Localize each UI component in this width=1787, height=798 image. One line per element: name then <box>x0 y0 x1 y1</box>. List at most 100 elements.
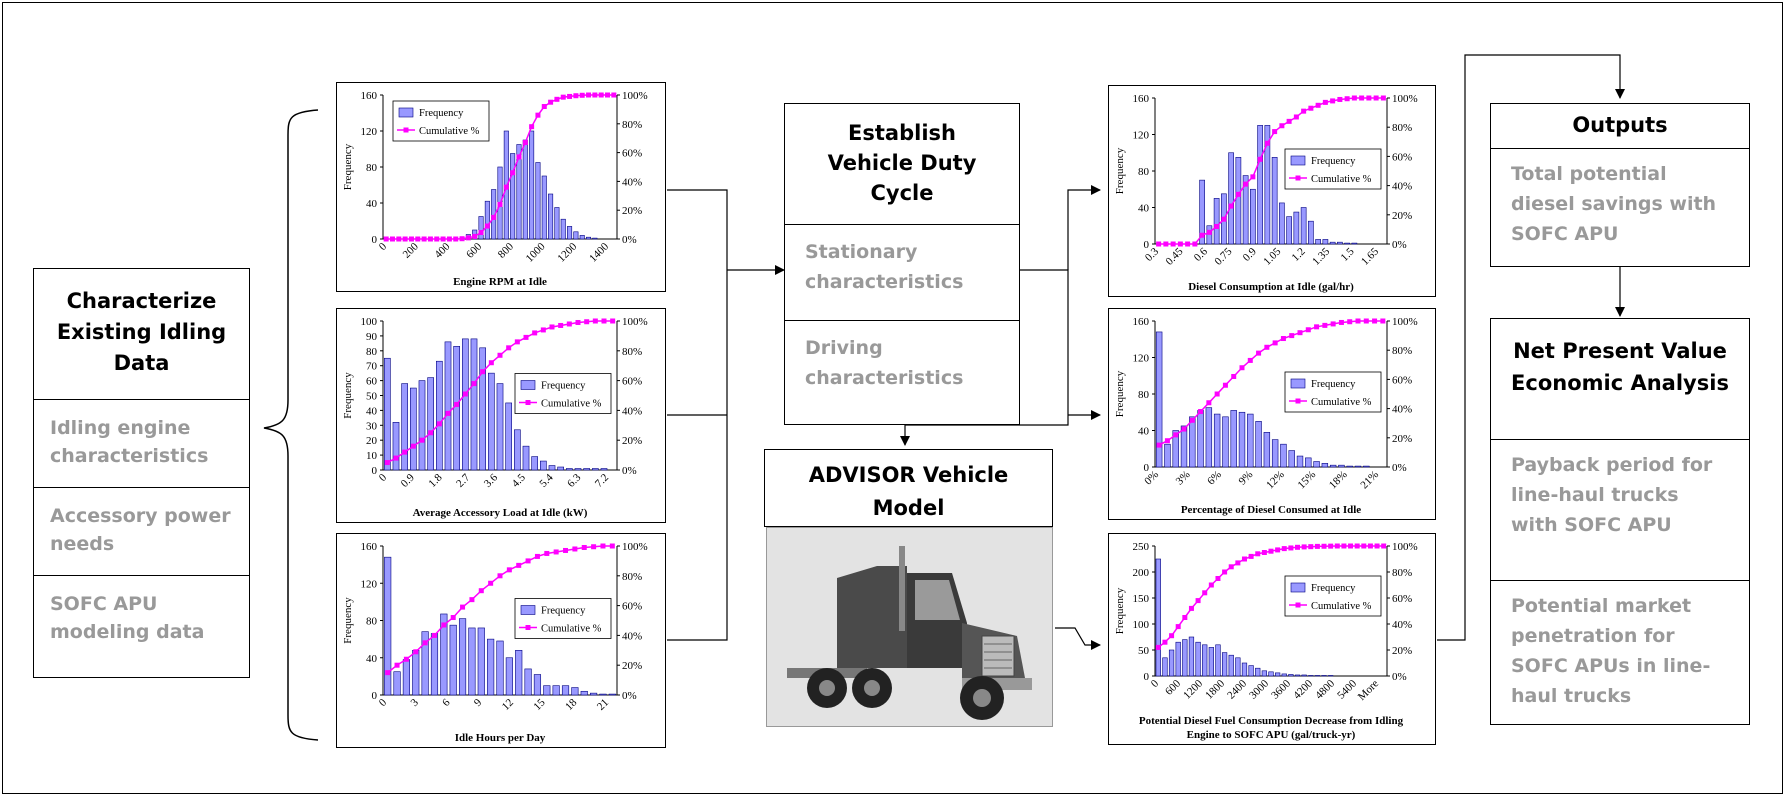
x-tick-label: 3% <box>1174 469 1193 488</box>
y-tick-label: 120 <box>361 126 378 138</box>
frequency-bar <box>458 618 467 696</box>
cumulative-point <box>1330 321 1336 327</box>
y2-tick-label: 40% <box>1392 404 1412 416</box>
frequency-bar <box>1337 241 1343 245</box>
cumulative-point <box>1328 543 1334 549</box>
x-tick-label: 18 <box>563 696 580 713</box>
frequency-bar <box>1235 157 1242 245</box>
legend-frequency-label: Frequency <box>1311 156 1356 167</box>
cumulative-point <box>516 562 522 568</box>
cumulative-point <box>394 662 400 668</box>
duty-cycle-box: Establish Vehicle Duty Cycle Stationary … <box>784 103 1020 425</box>
x-tick-label: 1.65 <box>1359 245 1381 267</box>
frequency-bar <box>1197 410 1204 468</box>
cumulative-point <box>389 236 395 242</box>
y2-tick-label: 100% <box>622 90 648 102</box>
frequency-bar <box>573 231 579 240</box>
frequency-bar <box>1300 207 1307 245</box>
y2-tick-label: 0% <box>622 465 637 477</box>
x-axis-label: Percentage of Diesel Consumed at Idle <box>1181 504 1361 516</box>
cumulative-point <box>445 410 451 416</box>
cumulative-point <box>408 236 414 242</box>
x-tick-label: 2.7 <box>454 471 473 490</box>
frequency-bar <box>516 144 522 240</box>
cumulative-point <box>403 656 409 662</box>
x-tick-label: 0.75 <box>1212 245 1234 267</box>
y-axis-label: Frequency <box>1114 147 1126 194</box>
y-tick-label: 40 <box>1138 203 1150 215</box>
frequency-bar <box>478 216 484 240</box>
cumulative-point <box>1348 543 1354 549</box>
frequency-bar <box>1301 674 1307 677</box>
y-tick-label: 90 <box>366 331 378 343</box>
cumulative-point <box>1272 340 1278 346</box>
y2-tick-label: 60% <box>1392 593 1412 605</box>
y-tick-label: 100 <box>1133 619 1150 631</box>
frequency-bar <box>505 402 512 471</box>
frequency-bar <box>524 668 532 696</box>
y-tick-label: 160 <box>1133 316 1150 328</box>
cumulative-point <box>1268 548 1274 554</box>
legend-cumulative-label: Cumulative % <box>419 126 480 137</box>
frequency-bar <box>1205 407 1213 468</box>
cumulative-point <box>1247 357 1253 363</box>
cumulative-point <box>510 170 516 176</box>
y2-tick-label: 0% <box>1392 462 1407 474</box>
x-tick-label: 1.8 <box>426 471 445 490</box>
y2-tick-label: 60% <box>1392 151 1412 163</box>
x-tick-label: 0.6 <box>1192 245 1211 264</box>
cumulative-point <box>548 99 554 105</box>
frequency-bar <box>1242 175 1249 245</box>
y2-tick-label: 40% <box>622 176 642 188</box>
cumulative-point <box>1169 633 1175 639</box>
y-tick-label: 150 <box>1133 593 1150 605</box>
frequency-bar <box>1344 242 1350 245</box>
frequency-bar <box>522 139 528 240</box>
cumulative-point <box>471 381 477 387</box>
y-tick-label: 200 <box>1133 567 1150 579</box>
cumulative-point <box>480 369 486 375</box>
frequency-bar <box>1296 455 1304 468</box>
frequency-bar <box>592 237 598 240</box>
cumulative-point <box>1366 95 1372 101</box>
frequency-bar <box>1199 179 1205 245</box>
y2-tick-label: 100% <box>622 316 648 328</box>
cumulative-point <box>1241 556 1247 562</box>
cumulative-point <box>1206 229 1212 235</box>
cumulative-point <box>1367 543 1373 549</box>
legend-box <box>514 373 612 414</box>
y-tick-label: 0 <box>372 465 378 477</box>
cumulative-point <box>1250 174 1256 180</box>
frequency-bar <box>599 693 607 696</box>
cumulative-point <box>566 321 572 327</box>
x-tick-label: 0.9 <box>1241 245 1260 264</box>
outputs-title: Outputs <box>1572 113 1668 137</box>
x-tick-label: 3.6 <box>482 471 501 490</box>
stationary-item: Stationary characteristics <box>785 224 1019 320</box>
accessory-power-item: Accessory power needs <box>34 487 249 575</box>
frequency-bar <box>1293 211 1300 245</box>
cumulative-point <box>1363 318 1369 324</box>
cumulative-point <box>1264 140 1270 146</box>
y-tick-label: 40 <box>366 198 378 210</box>
frequency-bar <box>1255 421 1262 468</box>
frequency-bar <box>401 383 408 471</box>
frequency-bar <box>557 466 564 471</box>
cumulative-point <box>478 588 484 594</box>
y2-tick-label: 20% <box>622 205 642 217</box>
frequency-bar <box>449 624 457 696</box>
advisor-box: ADVISOR Vehicle Model <box>764 449 1053 527</box>
frequency-bar <box>1264 125 1271 245</box>
cumulative-point <box>396 236 402 242</box>
y2-tick-label: 20% <box>622 660 642 672</box>
frequency-bar <box>477 627 485 696</box>
cumulative-point <box>1206 400 1212 406</box>
frequency-bar <box>1172 430 1179 468</box>
y-tick-label: 10 <box>366 450 378 462</box>
cumulative-point <box>1214 223 1220 229</box>
legend-frequency-label: Frequency <box>1311 583 1356 594</box>
cumulative-point <box>413 649 419 655</box>
y2-tick-label: 0% <box>1392 239 1407 251</box>
x-tick-label: 4200 <box>1291 677 1315 701</box>
x-tick-label: 7.2 <box>593 472 611 490</box>
